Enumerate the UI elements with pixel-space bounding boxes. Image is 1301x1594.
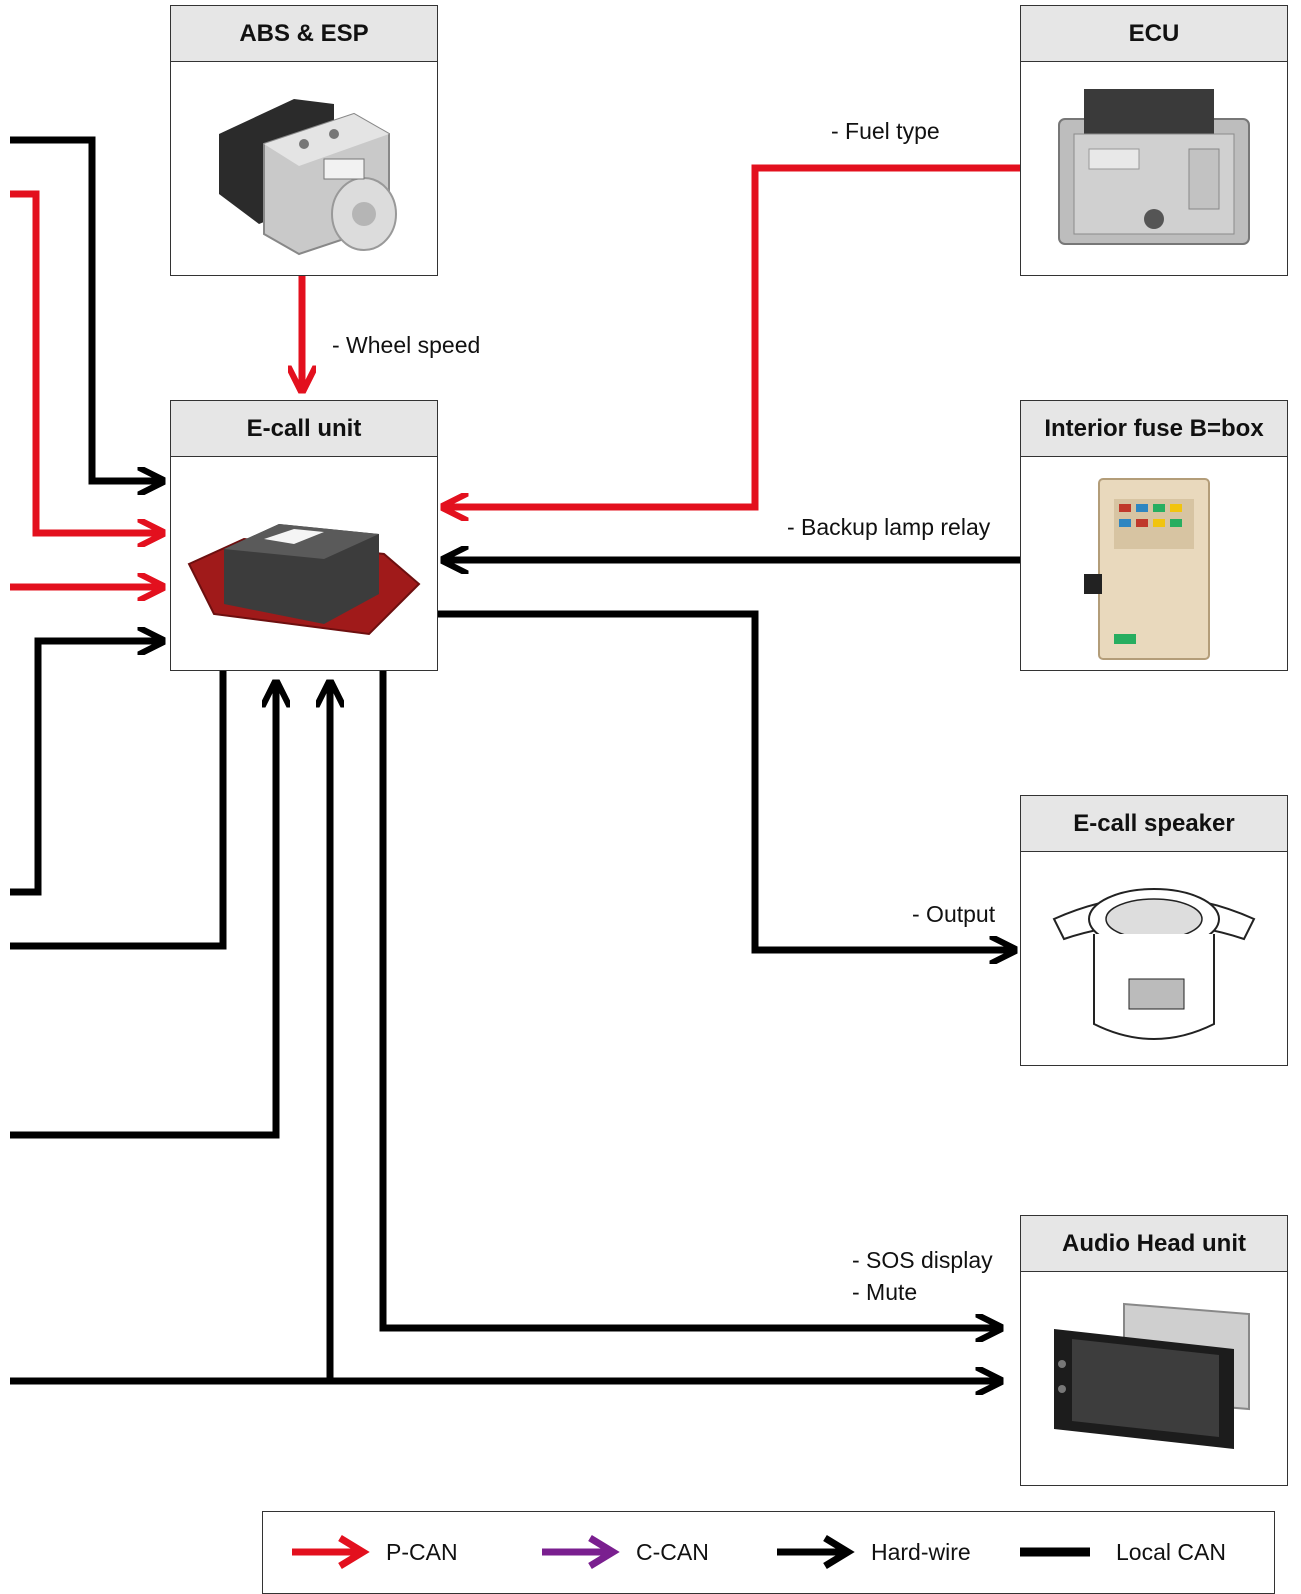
- interior-fuse-title: Interior fuse B=box: [1021, 401, 1287, 457]
- abs-esp-image: [171, 62, 437, 275]
- wire-left-hardwire-3: [10, 685, 276, 1139]
- legend-hardwire-label: Hard-wire: [871, 1538, 971, 1565]
- legend-localcan: Local CAN: [1018, 1530, 1226, 1574]
- legend-hardwire: Hard-wire: [773, 1530, 971, 1574]
- audio-head-module: Audio Head unit: [1020, 1215, 1288, 1486]
- ecall-speaker-module: E-call speaker: [1020, 795, 1288, 1066]
- hardwire-arrow-icon: [777, 1535, 855, 1569]
- signal-wheel-speed: - Wheel speed: [332, 332, 481, 358]
- legend-pcan-label: P-CAN: [386, 1538, 458, 1565]
- interior-fuse-image: [1021, 457, 1287, 670]
- wire-ecall-to-audio: [379, 671, 998, 1328]
- wire-left-hardwire-1: [10, 136, 160, 481]
- signal-fuel-type: - Fuel type: [831, 118, 940, 144]
- signal-backup-lamp-relay: - Backup lamp relay: [787, 514, 991, 540]
- wire-ecu-fuel-type: [446, 164, 1020, 507]
- wire-left-pcan-1: [10, 190, 160, 533]
- interior-fuse-module: Interior fuse B=box: [1020, 400, 1288, 671]
- ecall-unit-image: [171, 457, 437, 670]
- audio-head-image: [1021, 1272, 1287, 1485]
- abs-esp-module: ABS & ESP: [170, 5, 438, 276]
- ecu-module: ECU: [1020, 5, 1288, 276]
- ecall-speaker-title: E-call speaker: [1021, 796, 1287, 852]
- abs-esp-title: ABS & ESP: [171, 6, 437, 62]
- ccan-arrow-icon: [542, 1535, 620, 1569]
- legend-ccan: C-CAN: [538, 1530, 709, 1574]
- ecall-unit-title: E-call unit: [171, 401, 437, 457]
- signal-output: - Output: [912, 901, 996, 927]
- wire-ecall-speaker-output: [437, 610, 1012, 950]
- wire-left-hardwire-2: [10, 641, 160, 896]
- legend: P-CAN C-CAN Hard-wire Local CAN: [262, 1511, 1275, 1594]
- ecall-unit-module: E-call unit: [170, 400, 438, 671]
- ecall-speaker-image: [1021, 852, 1287, 1065]
- ecu-image: [1021, 62, 1287, 275]
- pcan-arrow-icon: [292, 1535, 370, 1569]
- signal-mute: - Mute: [852, 1279, 918, 1305]
- wire-ecall-out-left: [10, 671, 227, 950]
- ecu-title: ECU: [1021, 6, 1287, 62]
- signal-sos-display: - SOS display: [852, 1247, 993, 1273]
- legend-pcan: P-CAN: [288, 1530, 458, 1574]
- audio-head-title: Audio Head unit: [1021, 1216, 1287, 1272]
- legend-localcan-label: Local CAN: [1116, 1538, 1226, 1565]
- localcan-line-icon: [1020, 1547, 1090, 1557]
- legend-ccan-label: C-CAN: [636, 1538, 709, 1565]
